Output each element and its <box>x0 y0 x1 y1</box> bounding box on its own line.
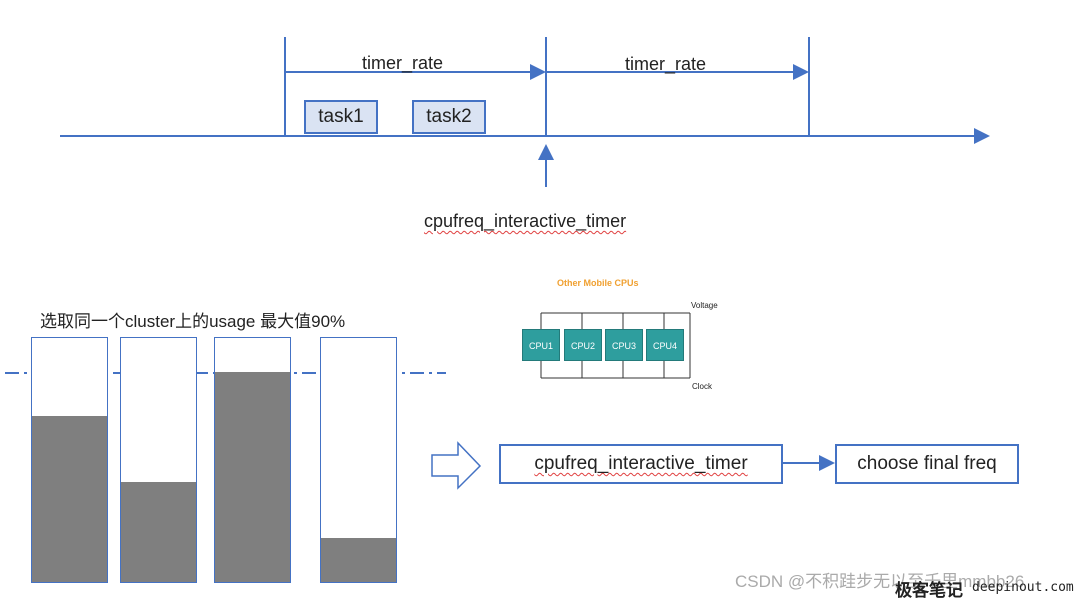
mini-figure-rails <box>540 312 691 379</box>
cpu-box-4: CPU4 <box>646 329 684 361</box>
cpu-box-2: CPU2 <box>564 329 602 361</box>
usage-bar-4 <box>320 337 397 583</box>
usage-fill-1 <box>32 416 107 582</box>
hollow-right-arrow <box>431 441 482 490</box>
cpu-box-3: CPU3 <box>605 329 643 361</box>
interval-label-1: timer_rate <box>362 53 444 73</box>
usage-bar-1 <box>31 337 108 583</box>
usage-bar-3 <box>214 337 291 583</box>
timer-box: cpufreq_interactive_timer <box>499 444 783 484</box>
final-freq-box: choose final freq <box>835 444 1019 484</box>
final-freq-label: choose final freq <box>857 453 997 474</box>
usage-fill-2 <box>121 481 196 582</box>
voltage-label: Voltage <box>691 301 718 310</box>
usage-fill-3 <box>215 372 290 582</box>
task2-box: task2 <box>412 100 486 134</box>
interval-label-2: timer_rate <box>625 54 707 74</box>
usage-panel-title: 选取同一个cluster上的usage 最大值90% <box>40 312 346 331</box>
usage-bar-2 <box>120 337 197 583</box>
csdn-watermark: CSDN @不积跬步无以至千里mmbb26 <box>735 572 1025 591</box>
site-watermark-url: deepinout.com <box>972 580 1074 595</box>
usage-fill-4 <box>321 538 396 582</box>
timer-label: cpufreq_interactive_timer <box>424 211 627 231</box>
timer-box-label: cpufreq_interactive_timer <box>534 453 748 474</box>
cpu-box-1: CPU1 <box>522 329 560 361</box>
mini-figure-title: Other Mobile CPUs <box>557 278 639 288</box>
site-watermark-cn: 极客笔记 <box>895 581 963 601</box>
task1-box: task1 <box>304 100 378 134</box>
clock-label: Clock <box>692 382 713 391</box>
